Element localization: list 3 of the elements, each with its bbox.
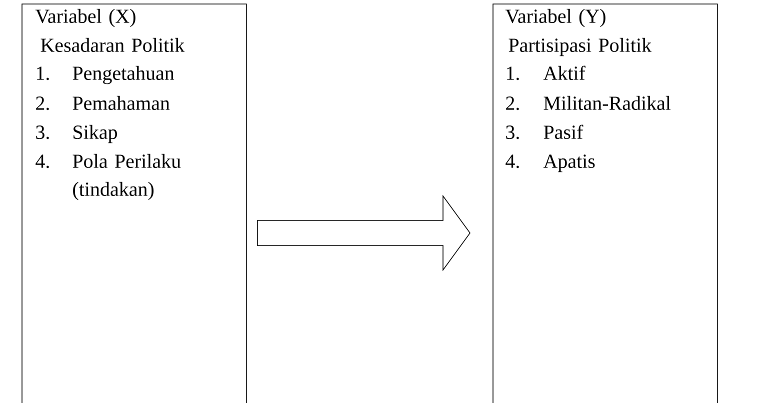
variable-box: Variabel (X) Kesadaran Politik 1. Pengetahuan 2. Pemahaman 3. Sikap 4. Pola Perilaku (tindakan): [22, 4, 247, 403]
variable-box: Variabel (Y) Partisipasi Politik 1. Aktif 2. Militan-Radikal 3. Pasif 4. Apatis: [492, 4, 718, 403]
block-arrow: [257, 194, 470, 272]
